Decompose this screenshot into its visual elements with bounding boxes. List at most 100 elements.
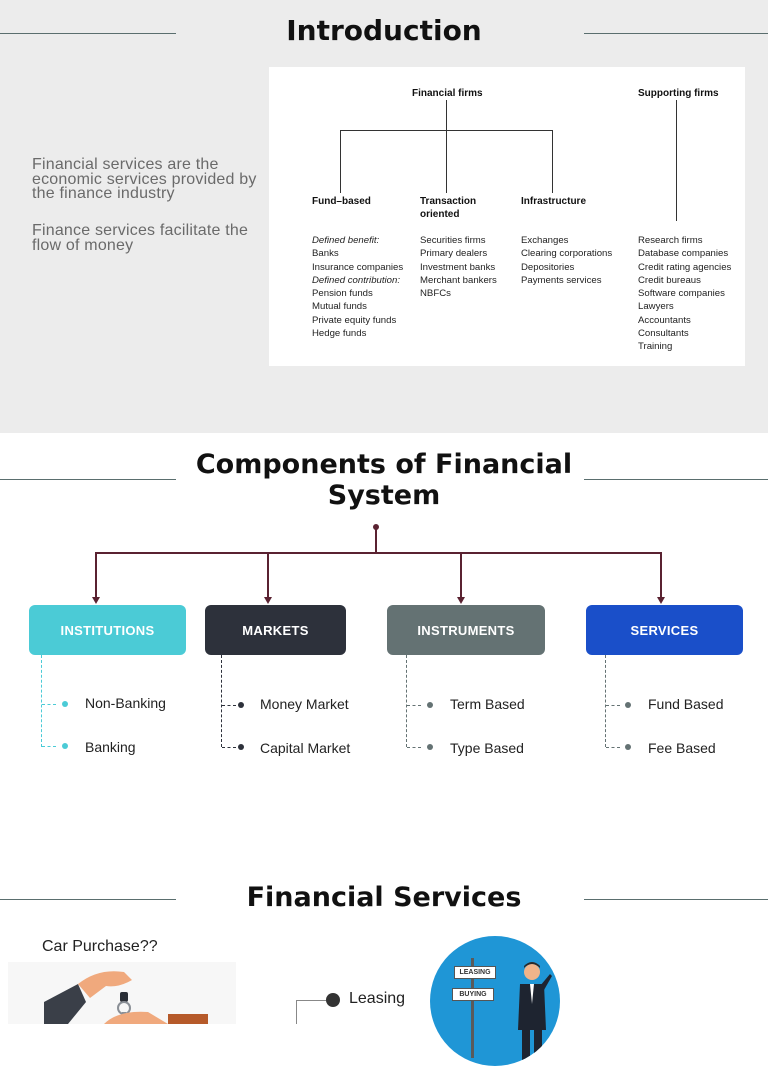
- components-title-line1: Components of Financial: [195, 449, 573, 480]
- divider-left: [0, 899, 176, 900]
- bullet-dot: [427, 744, 433, 750]
- dashed-connector: [407, 705, 421, 706]
- diagram-list-item: Defined contribution:: [312, 274, 400, 286]
- bullet-dot: [625, 702, 631, 708]
- diagram-list-item: Database companies: [638, 248, 729, 260]
- car-purchase-text: Car Purchase??: [42, 938, 158, 955]
- bullet-dot: [427, 702, 433, 708]
- diagram-list-item: Defined benefit:: [312, 235, 380, 246]
- bullet-dot: [326, 993, 340, 1007]
- bullet-dot: [238, 744, 244, 750]
- banking-item: Banking: [85, 739, 136, 755]
- diagram-list-item: Software companies: [638, 288, 725, 300]
- businessman-icon: [518, 962, 552, 1060]
- dashed-connector: [42, 704, 56, 705]
- transaction-heading-line2: oriented: [420, 209, 460, 220]
- supporting-firms-label: Supporting firms: [638, 88, 719, 99]
- bullet-dot: [625, 744, 631, 750]
- markets-box: MARKETS: [205, 605, 346, 655]
- leasing-sign: LEASING: [454, 966, 496, 979]
- financial-services-title: Financial Services: [246, 882, 522, 913]
- dashed-connector: [222, 747, 236, 748]
- diagram-list-item: Consultants: [638, 328, 689, 340]
- dashed-connector: [41, 655, 42, 747]
- arrow-down-icon: [657, 597, 665, 604]
- leasing-vs-buying-illustration: LEASING BUYING: [430, 936, 560, 1066]
- signpost-icon: [471, 958, 474, 1058]
- institutions-box: INSTITUTIONS: [29, 605, 186, 655]
- fund-based-item: Fund Based: [648, 696, 724, 712]
- dashed-connector: [42, 746, 56, 747]
- diagram-list-item: Payments services: [521, 274, 602, 286]
- diagram-list-item: Hedge funds: [312, 328, 367, 340]
- diagram-list-item: Investment banks: [420, 261, 496, 273]
- dashed-connector: [221, 655, 222, 747]
- arrow-down-icon: [457, 597, 465, 604]
- divider-right: [584, 899, 768, 900]
- diagram-list-item: Exchanges: [521, 235, 569, 246]
- arrow-down-icon: [264, 597, 272, 604]
- diagram-list-item: Primary dealers: [420, 248, 488, 260]
- instruments-box: INSTRUMENTS: [387, 605, 545, 655]
- bullet-dot: [238, 702, 244, 708]
- fund-based-heading: Fund–based: [312, 196, 371, 207]
- financial-firms-diagram: Financial firms Supporting firms Fund–ba…: [269, 67, 745, 366]
- diagram-list-item: Lawyers: [638, 301, 674, 313]
- intro-paragraph-1: Financial services are the economic serv…: [32, 156, 257, 202]
- tree-connector: [460, 552, 462, 600]
- tree-connector: [676, 100, 677, 221]
- arrow-down-icon: [92, 597, 100, 604]
- components-title-line2: System: [327, 480, 441, 511]
- diagram-list-item: Private equity funds: [312, 314, 397, 326]
- type-based-item: Type Based: [450, 740, 524, 756]
- dashed-connector: [407, 747, 421, 748]
- dashed-connector: [606, 747, 620, 748]
- introduction-title: Introduction: [286, 14, 482, 47]
- divider-right: [584, 479, 768, 480]
- money-market-item: Money Market: [260, 696, 349, 712]
- tree-connector: [552, 130, 553, 193]
- diagram-list-item: Pension funds: [312, 288, 373, 300]
- tree-connector: [375, 527, 377, 553]
- bullet-dot: [62, 701, 68, 707]
- dashed-connector: [222, 705, 236, 706]
- diagram-list-item: Credit bureaus: [638, 274, 701, 286]
- dashed-connector: [406, 655, 407, 747]
- components-title: Components of Financial System: [184, 449, 584, 511]
- diagram-list-item: Credit rating agencies: [638, 261, 732, 273]
- non-banking-item: Non-Banking: [85, 695, 166, 711]
- diagram-list-item: Research firms: [638, 235, 703, 246]
- diagram-list-item: Banks: [312, 248, 339, 260]
- financial-services-slide: Financial Services Car Purchase?? Leasin…: [0, 843, 768, 1066]
- financial-firms-label: Financial firms: [412, 88, 483, 99]
- introduction-slide: Introduction Financial services are the …: [0, 0, 768, 433]
- diagram-list-item: Merchant bankers: [420, 274, 497, 286]
- divider-left: [0, 33, 176, 34]
- diagram-list-item: Training: [638, 341, 673, 353]
- tree-connector: [446, 100, 447, 130]
- diagram-list-item: Clearing corporations: [521, 248, 613, 260]
- infrastructure-heading: Infrastructure: [521, 196, 587, 207]
- tree-connector: [660, 552, 662, 600]
- divider-right: [584, 33, 768, 34]
- car-key-handover-illustration: [8, 962, 236, 1024]
- diagram-list-item: Insurance companies: [312, 261, 404, 273]
- leasing-label: Leasing: [349, 990, 406, 1007]
- tree-connector: [95, 552, 97, 600]
- diagram-list-item: Accountants: [638, 314, 691, 326]
- diagram-list-item: Mutual funds: [312, 301, 367, 313]
- transaction-heading-line1: Transaction: [420, 196, 477, 207]
- leasing-connector: [296, 1000, 326, 1001]
- transaction-oriented-heading: Transaction oriented: [420, 195, 476, 221]
- intro-paragraph-2: Finance services facilitate the flow of …: [32, 222, 249, 254]
- buying-sign: BUYING: [452, 988, 494, 1001]
- dashed-connector: [606, 705, 620, 706]
- services-box: SERVICES: [586, 605, 743, 655]
- leasing-connector: [296, 1000, 297, 1024]
- bullet-dot: [62, 743, 68, 749]
- dashed-connector: [605, 655, 606, 747]
- tree-connector: [267, 552, 269, 600]
